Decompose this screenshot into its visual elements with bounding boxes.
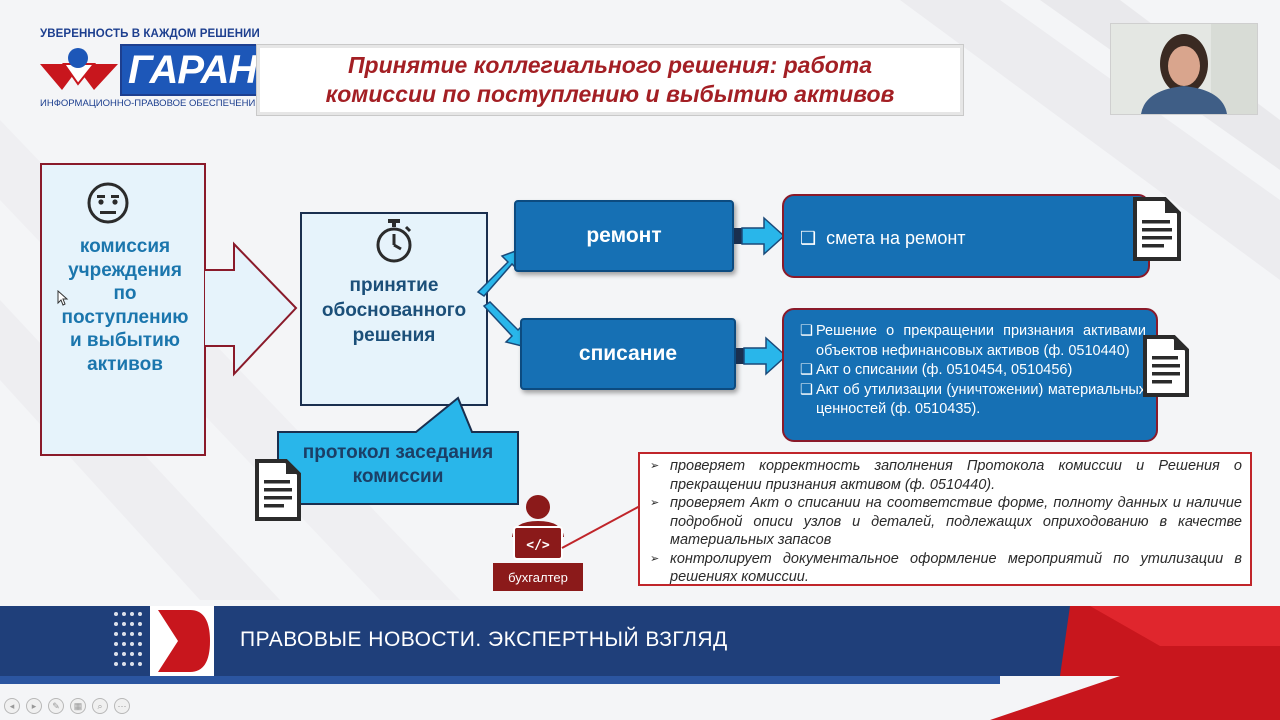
- writeoff-result-text: Решение о прекращении признания активами…: [816, 323, 1146, 359]
- accountant-duty-text: контролирует документальное оформление м…: [670, 550, 1242, 586]
- more-icon[interactable]: ⋯: [114, 698, 130, 714]
- repair-box: ремонт: [514, 200, 734, 272]
- decision-line2: обоснованного: [321, 300, 467, 321]
- writeoff-result-item: ❑ Решение о прекращении признания актива…: [800, 322, 1146, 361]
- accountant-duty-item: ➢ контролирует документальное оформление…: [650, 550, 1242, 587]
- arrow-bullet-icon: ➢: [650, 460, 660, 472]
- writeoff-to-result-arrow: [736, 336, 788, 376]
- accountant-duty-text: проверяет корректность заполнения Проток…: [670, 458, 1242, 493]
- presenter-webcam: [1110, 23, 1258, 115]
- arrow-bullet-icon: ➢: [650, 497, 660, 509]
- pen-icon[interactable]: ✎: [48, 698, 64, 714]
- zoom-icon[interactable]: ⌕: [92, 698, 108, 714]
- writeoff-result-text: Акт о списании (ф. 0510454, 0510456): [816, 362, 1073, 378]
- commission-line6: активов: [87, 353, 163, 375]
- decision-line1: принятие: [349, 275, 439, 296]
- checkbox-icon: ❑: [800, 228, 817, 248]
- stopwatch-icon: [376, 219, 412, 263]
- repair-result-item: ❑ смета на ремонт: [800, 228, 966, 249]
- player-toolbar: ◂ ▸ ✎ ▦ ⌕ ⋯: [4, 698, 130, 714]
- svg-text:</>: </>: [526, 538, 550, 553]
- checkbox-icon: ❑: [800, 362, 813, 378]
- slide-title-line1: Принятие коллегиального решения: работа: [347, 52, 872, 78]
- protocol-line1: протокол заседания: [302, 442, 494, 463]
- writeoff-result-box: ❑ Решение о прекращении признания актива…: [782, 308, 1158, 442]
- arrow-bullet-icon: ➢: [650, 552, 660, 565]
- garant-logo: УВЕРЕННОСТЬ В КАЖДОМ РЕШЕНИИ ГАРАНТ ИНФО…: [38, 28, 288, 114]
- protocol-callout: [277, 396, 519, 505]
- protocol-document-icon: [255, 459, 301, 521]
- bottom-banner: [0, 606, 1280, 720]
- accountant-duty-text: проверяет Акт о списании на соответствие…: [670, 495, 1242, 548]
- commission-to-decision-arrow: [204, 241, 298, 377]
- banner-text: ПРАВОВЫЕ НОВОСТИ. ЭКСПЕРТНЫЙ ВЗГЛЯД: [240, 628, 728, 651]
- commission-line1: комиссия: [79, 236, 171, 257]
- checkbox-icon: ❑: [800, 381, 813, 398]
- mouse-cursor-icon: [57, 290, 69, 306]
- writeoff-box: списание: [520, 318, 736, 390]
- slide-title: Принятие коллегиального решения: работа …: [256, 44, 964, 116]
- accountant-label: бухгалтер: [493, 563, 583, 591]
- writeoff-result-item: ❑ Акт о списании (ф. 0510454, 0510456): [800, 361, 1146, 381]
- commission-line5: и выбытию: [69, 330, 181, 351]
- commission-line2: учреждения: [68, 259, 182, 281]
- decision-line3: решения: [352, 325, 436, 346]
- accountant-duty-item: ➢ проверяет корректность заполнения Прот…: [650, 457, 1242, 494]
- accountant-duties-box: ➢ проверяет корректность заполнения Прот…: [638, 452, 1252, 586]
- writeoff-result-item: ❑ Акт об утилизации (уничтожении) матери…: [800, 381, 1146, 420]
- slide-title-line2: комиссии по поступлению и выбытию активо…: [325, 81, 895, 107]
- protocol-text: протокол заседания комиссии: [280, 441, 516, 489]
- commission-line3: по: [113, 283, 137, 304]
- writeoff-document-icon: [1143, 335, 1189, 397]
- neutral-face-icon: [87, 182, 129, 224]
- repair-to-result-arrow: [734, 216, 786, 256]
- commission-line4: поступлению: [61, 306, 189, 328]
- logo-emblem-icon: [40, 48, 118, 90]
- checkbox-icon: ❑: [800, 323, 813, 339]
- repair-result-box: ❑ смета на ремонт: [782, 194, 1150, 278]
- accountant-connector-line: [561, 505, 641, 549]
- logo-tagline: УВЕРЕННОСТЬ В КАЖДОМ РЕШЕНИИ: [40, 28, 260, 40]
- accountant-duty-item: ➢ проверяет Акт о списании на соответств…: [650, 494, 1242, 550]
- writeoff-result-text: Акт об утилизации (уничтожении) материал…: [816, 381, 1146, 418]
- logo-subtitle: ИНФОРМАЦИОННО-ПРАВОВОЕ ОБЕСПЕЧЕНИЕ: [40, 98, 262, 109]
- repair-document-icon: [1133, 197, 1181, 261]
- presenter-image: [1111, 24, 1257, 114]
- accountant-icon: </>: [512, 495, 564, 560]
- protocol-line2: комиссии: [352, 466, 444, 487]
- repair-result-text: смета на ремонт: [826, 228, 966, 248]
- commission-box: комиссия учреждения по поступлению и выб…: [40, 163, 206, 456]
- decision-box: принятие обоснованного решения: [300, 212, 488, 406]
- next-slide-icon[interactable]: ▸: [26, 698, 42, 714]
- slides-icon[interactable]: ▦: [70, 698, 86, 714]
- prev-slide-icon[interactable]: ◂: [4, 698, 20, 714]
